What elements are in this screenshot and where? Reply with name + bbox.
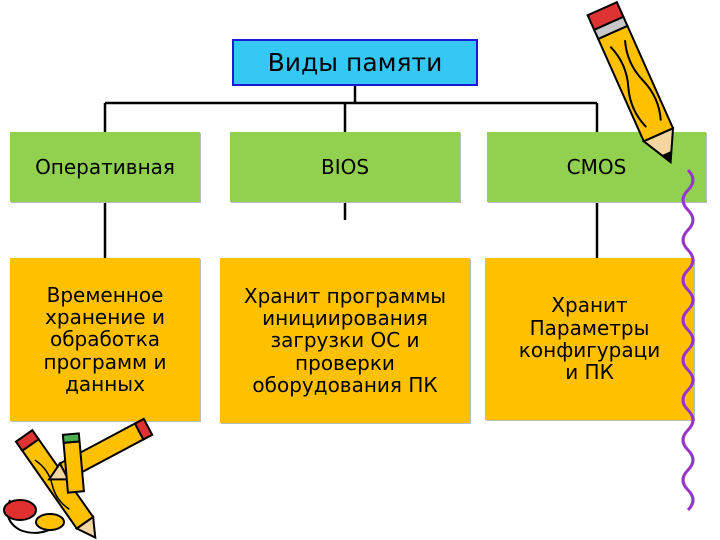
description-box-ram: Временное хранение и обработка программ … <box>10 258 200 421</box>
description-box-bios: Хранит программы инициирования загрузки … <box>220 258 470 423</box>
type-box-bios: BIOS <box>230 132 460 202</box>
description-box-cmos: Хранит Параметры конфигураци и ПК <box>485 258 694 420</box>
squiggle-border-icon <box>681 168 695 512</box>
description-ram: Временное хранение и обработка программ … <box>43 282 167 397</box>
type-label-cmos: CMOS <box>566 155 627 179</box>
description-bios: Хранит программы инициирования загрузки … <box>243 283 447 398</box>
type-label-bios: BIOS <box>320 155 370 179</box>
crayons-clipart-icon <box>3 417 154 540</box>
pencil-clipart-icon <box>586 0 675 165</box>
diagram-title-box: Виды памяти <box>232 39 478 86</box>
type-box-ram: Оперативная <box>10 132 200 202</box>
diagram-title: Виды памяти <box>267 48 443 77</box>
description-cmos: Хранит Параметры конфигураци и ПК <box>518 293 661 385</box>
type-label-ram: Оперативная <box>35 155 175 179</box>
